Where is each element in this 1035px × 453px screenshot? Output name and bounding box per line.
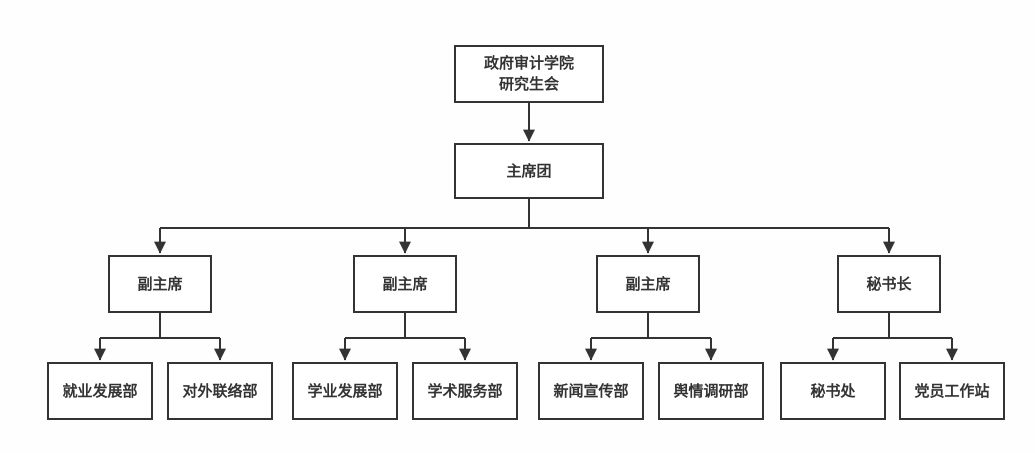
org-node-dept-academic-service: 学术服务部: [412, 362, 518, 420]
org-node-dept-employment-development: 就业发展部: [47, 362, 153, 420]
org-node-label: 副主席: [382, 275, 428, 293]
org-node-label: 党员工作站: [914, 382, 990, 400]
org-node-label: 舆情调研部: [673, 382, 749, 400]
org-node-dept-secretariat: 秘书处: [780, 362, 886, 420]
org-node-label: 副主席: [625, 275, 671, 293]
org-node-label: 学业发展部: [307, 382, 383, 400]
org-node-dept-academic-development: 学业发展部: [292, 362, 398, 420]
org-node-root-label-line2: 研究生会: [498, 76, 559, 93]
org-node-root-label-line1: 政府审计学院: [483, 55, 574, 72]
org-node-label: 副主席: [137, 275, 183, 293]
org-node-presidium-label: 主席团: [506, 162, 552, 180]
org-node-label: 秘书处: [810, 382, 856, 400]
org-node-label: 新闻宣传部: [553, 382, 629, 400]
org-node-vice-chair-3: 副主席: [596, 255, 700, 313]
org-node-presidium: 主席团: [454, 143, 604, 199]
org-node-vice-chair-1: 副主席: [108, 255, 212, 313]
org-node-dept-news-publicity: 新闻宣传部: [538, 362, 644, 420]
org-node-vice-chair-2: 副主席: [353, 255, 457, 313]
org-node-dept-party-member-workstation: 党员工作站: [899, 362, 1005, 420]
org-node-label: 学术服务部: [427, 382, 503, 400]
org-node-dept-external-liaison: 对外联络部: [167, 362, 273, 420]
org-node-label: 秘书长: [866, 275, 912, 293]
org-node-dept-public-opinion-research: 舆情调研部: [658, 362, 764, 420]
connector-group: [94, 103, 958, 361]
org-node-root: 政府审计学院 研究生会: [454, 45, 604, 103]
org-node-secretary-general: 秘书长: [837, 255, 941, 313]
org-node-label: 对外联络部: [182, 382, 258, 400]
org-node-label: 就业发展部: [62, 382, 138, 400]
